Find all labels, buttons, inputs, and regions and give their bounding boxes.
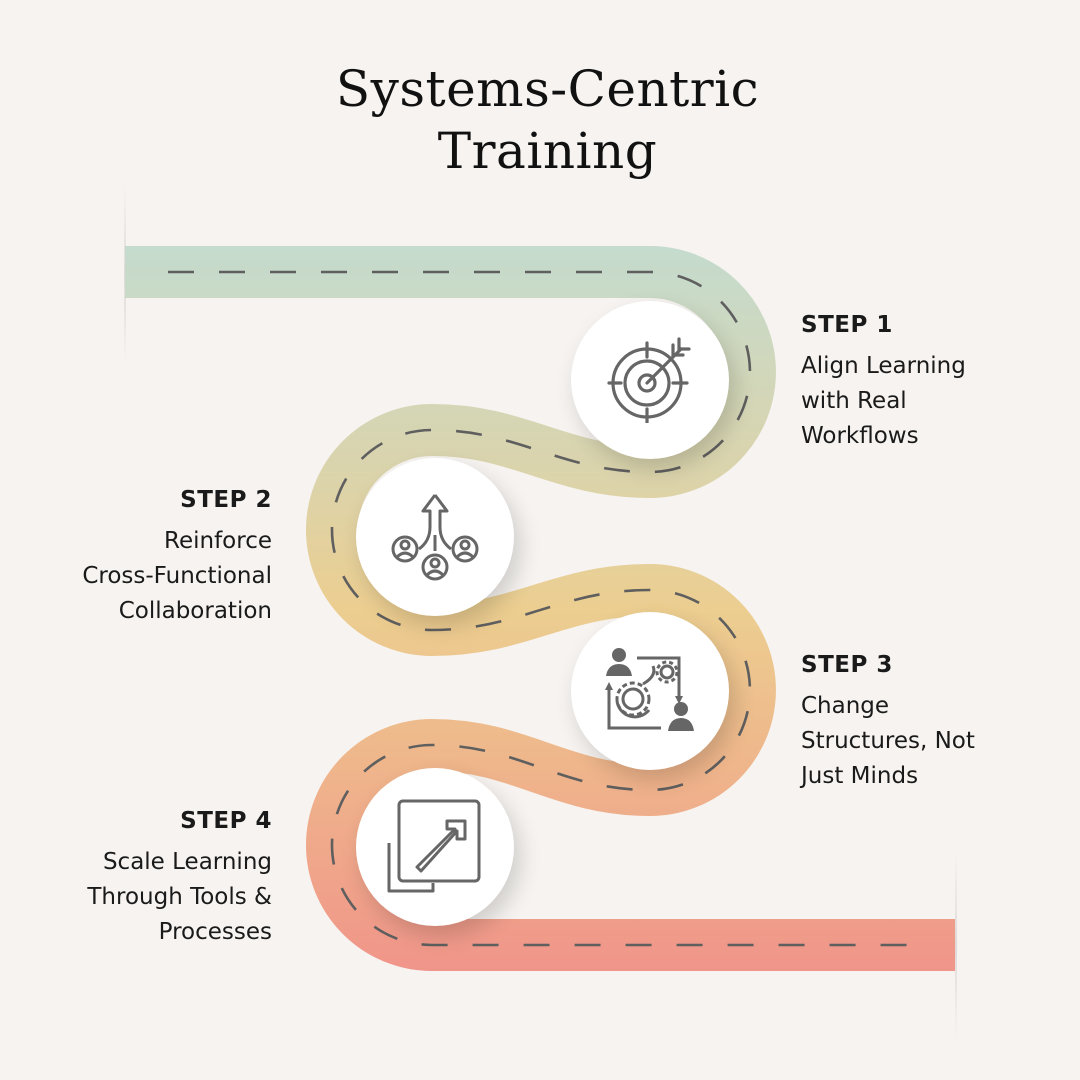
- step-2-label: STEP 2: [180, 487, 272, 513]
- step-4-label: STEP 4: [180, 808, 272, 834]
- step-4-line-2: Through Tools &: [87, 884, 272, 910]
- step-2-text: STEP 2 Reinforce Cross-Functional Collab…: [82, 483, 272, 629]
- title-line-1: Systems-Centric: [335, 60, 760, 118]
- scale-up-arrow-icon: [387, 799, 481, 893]
- step-3-text: STEP 3 Change Structures, Not Just Minds: [801, 648, 975, 794]
- road-end-edge: [955, 850, 957, 1040]
- step-3-line-3: Just Minds: [801, 763, 919, 789]
- step-4-text: STEP 4 Scale Learning Through Tools & Pr…: [87, 804, 272, 950]
- step-3-line-2: Structures, Not: [801, 728, 975, 754]
- step-4-icon-circle: [356, 768, 514, 926]
- step-4-line-1: Scale Learning: [102, 849, 272, 875]
- step-2-icon-circle: [356, 458, 514, 616]
- road-center-dashes: [168, 270, 918, 947]
- step-3-line-1: Change: [801, 693, 890, 719]
- step-2-line-1: Reinforce: [164, 528, 272, 554]
- page-title: Systems-Centric Training: [0, 58, 1080, 182]
- title-line-2: Training: [437, 122, 658, 180]
- step-2-line-3: Collaboration: [118, 598, 272, 624]
- step-3-icon-circle: [571, 612, 729, 770]
- step-1-text: STEP 1 Align Learning with Real Workflow…: [801, 308, 966, 454]
- step-1-icon-circle: [571, 301, 729, 459]
- step-1-line-1: Align Learning: [801, 353, 966, 379]
- step-1-label: STEP 1: [801, 312, 893, 338]
- step-2-line-2: Cross-Functional: [82, 563, 272, 589]
- step-3-label: STEP 3: [801, 652, 893, 678]
- step-4-line-3: Processes: [158, 919, 272, 945]
- people-gears-cycle-icon: [605, 648, 694, 731]
- team-growth-arrow-icon: [391, 494, 479, 581]
- step-1-line-2: with Real: [801, 388, 907, 414]
- target-arrow-icon: [607, 337, 691, 423]
- step-1-line-3: Workflows: [801, 423, 919, 449]
